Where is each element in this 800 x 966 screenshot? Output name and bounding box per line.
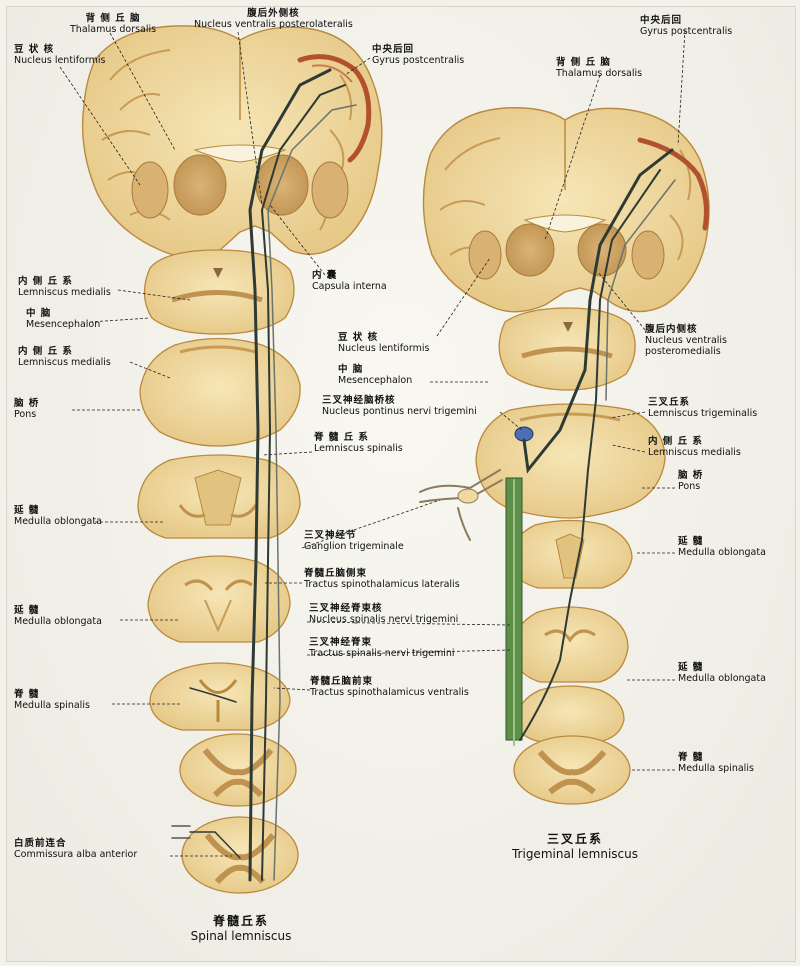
label-leader-lines bbox=[59, 29, 686, 857]
label-nucleus-lentiformis-left: 豆 状 核 Nucleus lentiformis bbox=[14, 44, 106, 66]
label-pons-left: 脑 桥 Pons bbox=[14, 398, 40, 420]
caption-trigeminal-lemniscus: 三叉丘系 Trigeminal lemniscus bbox=[511, 832, 639, 861]
trigeminal-nerve bbox=[419, 469, 503, 541]
right-medulla-section-3 bbox=[515, 685, 625, 743]
label-nucleus-pontinus-trigemini: 三叉神经脑桥核 Nucleus pontinus nervi trigemini bbox=[322, 395, 477, 417]
label-medulla-spinalis-left: 脊 髓 Medulla spinalis bbox=[14, 689, 90, 711]
right-brain-coronal-section bbox=[422, 107, 710, 313]
label-medulla-spinalis-right: 脊 髓 Medulla spinalis bbox=[678, 752, 754, 774]
label-medulla-oblongata-left-1: 延 髓 Medulla oblongata bbox=[14, 505, 102, 527]
right-trigeminal-tracts bbox=[505, 148, 676, 746]
label-commissura-alba: 白质前连合 Commissura alba anterior bbox=[14, 838, 138, 860]
label-mesencephalon-right: 中 脑 Mesencephalon bbox=[338, 364, 413, 386]
label-mesencephalon-left: 中 脑 Mesencephalon bbox=[26, 308, 101, 330]
label-tractus-spinalis-trigemini: 三叉神经脊束 Tractus spinalis nervi trigemini bbox=[309, 637, 455, 659]
label-lemniscus-medialis-left-2: 内 侧 丘 系 Lemniscus medialis bbox=[18, 346, 111, 368]
right-pons-section bbox=[475, 403, 666, 519]
left-spinal-cord-section-2 bbox=[181, 816, 299, 894]
right-spinal-cord-section bbox=[513, 735, 631, 805]
left-spinal-cord-section-1 bbox=[179, 733, 297, 807]
label-nucleus-vpm: 腹后内侧核 Nucleus ventralis posteromedialis bbox=[645, 324, 727, 357]
label-nucleus-spinalis-trigemini: 三叉神经脊束核 Nucleus spinalis nervi trigemini bbox=[309, 603, 459, 625]
label-lemniscus-medialis-left-1: 内 侧 丘 系 Lemniscus medialis bbox=[18, 276, 111, 298]
caption-spinal-lemniscus: 脊髓丘系 Spinal lemniscus bbox=[190, 914, 292, 943]
label-lemniscus-trigeminalis: 三叉丘系 Lemniscus trigeminalis bbox=[648, 397, 758, 419]
right-medulla-section-1 bbox=[507, 519, 633, 589]
label-gyrus-postcentralis-left: 中央后回 Gyrus postcentralis bbox=[372, 44, 465, 66]
label-ganglion-trigeminale: 三叉神经节 Ganglion trigeminale bbox=[304, 530, 404, 552]
label-medulla-oblongata-right-1: 延 髓 Medulla oblongata bbox=[678, 536, 766, 558]
left-spinothalamic-tracts bbox=[171, 68, 357, 882]
label-nucleus-vpl: 腹后外侧核 Nucleus ventralis posterolateralis bbox=[194, 8, 353, 30]
label-lemniscus-medialis-right: 内 侧 丘 系 Lemniscus medialis bbox=[648, 436, 741, 458]
right-mesencephalon-section bbox=[498, 307, 636, 391]
left-brain-coronal-section bbox=[81, 25, 383, 258]
label-medulla-oblongata-right-2: 延 髓 Medulla oblongata bbox=[678, 662, 766, 684]
label-gyrus-postcentralis-right: 中央后回 Gyrus postcentralis bbox=[640, 15, 733, 37]
left-pons-lower-section bbox=[137, 454, 301, 539]
label-tractus-stt-lateralis: 脊髓丘脑侧束 Tractus spinothalamicus lateralis bbox=[304, 568, 460, 590]
label-capsula-interna: 内 囊 Capsula interna bbox=[312, 270, 387, 292]
label-thalamus-dorsalis-right: 背 侧 丘 脑 Thalamus dorsalis bbox=[556, 57, 643, 79]
label-pons-right: 脑 桥 Pons bbox=[678, 470, 704, 492]
label-tractus-stt-ventralis: 脊髓丘脑前束 Tractus spinothalamicus ventralis bbox=[310, 676, 469, 698]
label-lemniscus-spinalis: 脊 髓 丘 系 Lemniscus spinalis bbox=[314, 432, 403, 454]
label-thalamus-dorsalis-left: 背 侧 丘 脑 Thalamus dorsalis bbox=[70, 13, 157, 35]
label-nucleus-lentiformis-right: 豆 状 核 Nucleus lentiformis bbox=[338, 332, 430, 354]
right-medulla-section-2 bbox=[511, 606, 629, 683]
label-medulla-oblongata-left-2: 延 髓 Medulla oblongata bbox=[14, 605, 102, 627]
